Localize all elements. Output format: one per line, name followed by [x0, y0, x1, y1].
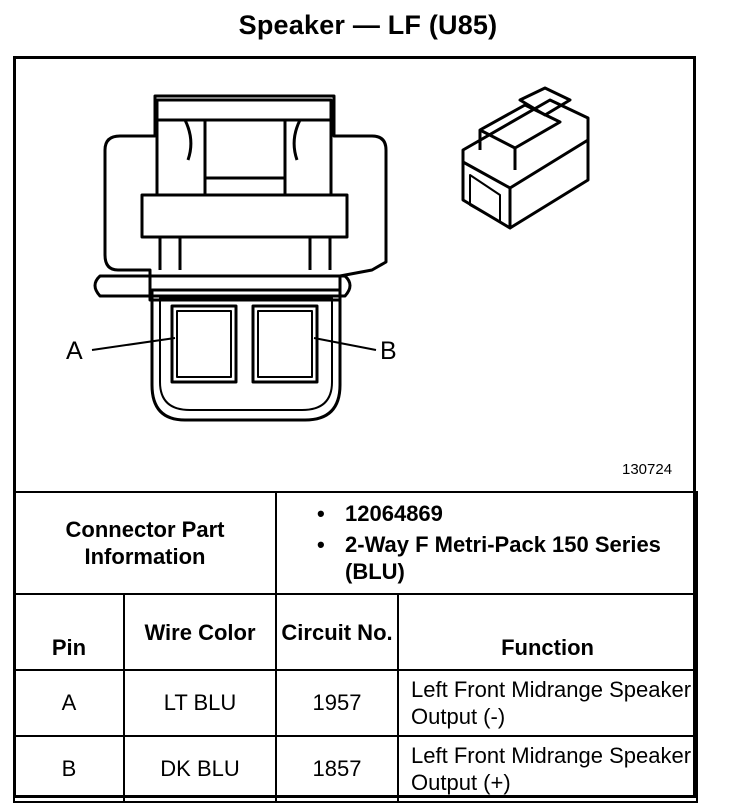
connector-info-label: Connector Part Information [12, 491, 278, 595]
table-row: B DK BLU 1857 Left Front Midrange Speake… [13, 735, 699, 803]
leader-line-b [313, 337, 377, 351]
cell-circuit: 1957 [275, 669, 400, 737]
latch-top [155, 98, 333, 122]
pin-label-a: A [66, 337, 83, 365]
leader-line-a [91, 337, 176, 351]
header-wire-color: Wire Color [122, 593, 278, 671]
pin-label-b: B [380, 337, 397, 365]
header-pin: Pin [13, 593, 125, 671]
connector-drawing [91, 86, 590, 422]
latch-arm-right [283, 120, 333, 197]
table-row: A LT BLU 1957 Left Front Midrange Speake… [13, 669, 699, 737]
connector-type: 2-Way F Metri-Pack 150 Series (BLU) [317, 531, 696, 585]
cell-pin: B [13, 735, 125, 803]
connector-housing [150, 288, 342, 422]
figure-number: 130724 [622, 461, 673, 478]
cell-circuit: 1857 [275, 735, 400, 803]
diagram-title: Speaker — LF (U85) [238, 10, 498, 40]
cavity-b [251, 304, 319, 384]
latch-arm-left [155, 120, 207, 197]
connector-part-number: 12064869 [317, 500, 696, 527]
connector-info-row: Connector Part Information 12064869 2-Wa… [12, 491, 699, 595]
connector-iso-view [461, 86, 590, 230]
table-header-row: Pin Wire Color Circuit No. Function [13, 593, 699, 671]
connector-table: Connector Part Information 12064869 2-Wa… [12, 491, 699, 803]
cell-pin: A [13, 669, 125, 737]
cell-function: Left Front Midrange Speaker Output (-) [397, 669, 699, 737]
cavity-a [170, 304, 238, 384]
cell-function: Left Front Midrange Speaker Output (+) [397, 735, 699, 803]
connector-band [140, 193, 349, 239]
header-function: Function [397, 593, 699, 671]
connector-info-values: 12064869 2-Way F Metri-Pack 150 Series (… [275, 491, 699, 595]
connector-rail [93, 274, 352, 298]
cell-wire-color: DK BLU [122, 735, 278, 803]
cell-wire-color: LT BLU [122, 669, 278, 737]
header-circuit: Circuit No. [275, 593, 400, 671]
connector-body-outline [103, 94, 388, 302]
